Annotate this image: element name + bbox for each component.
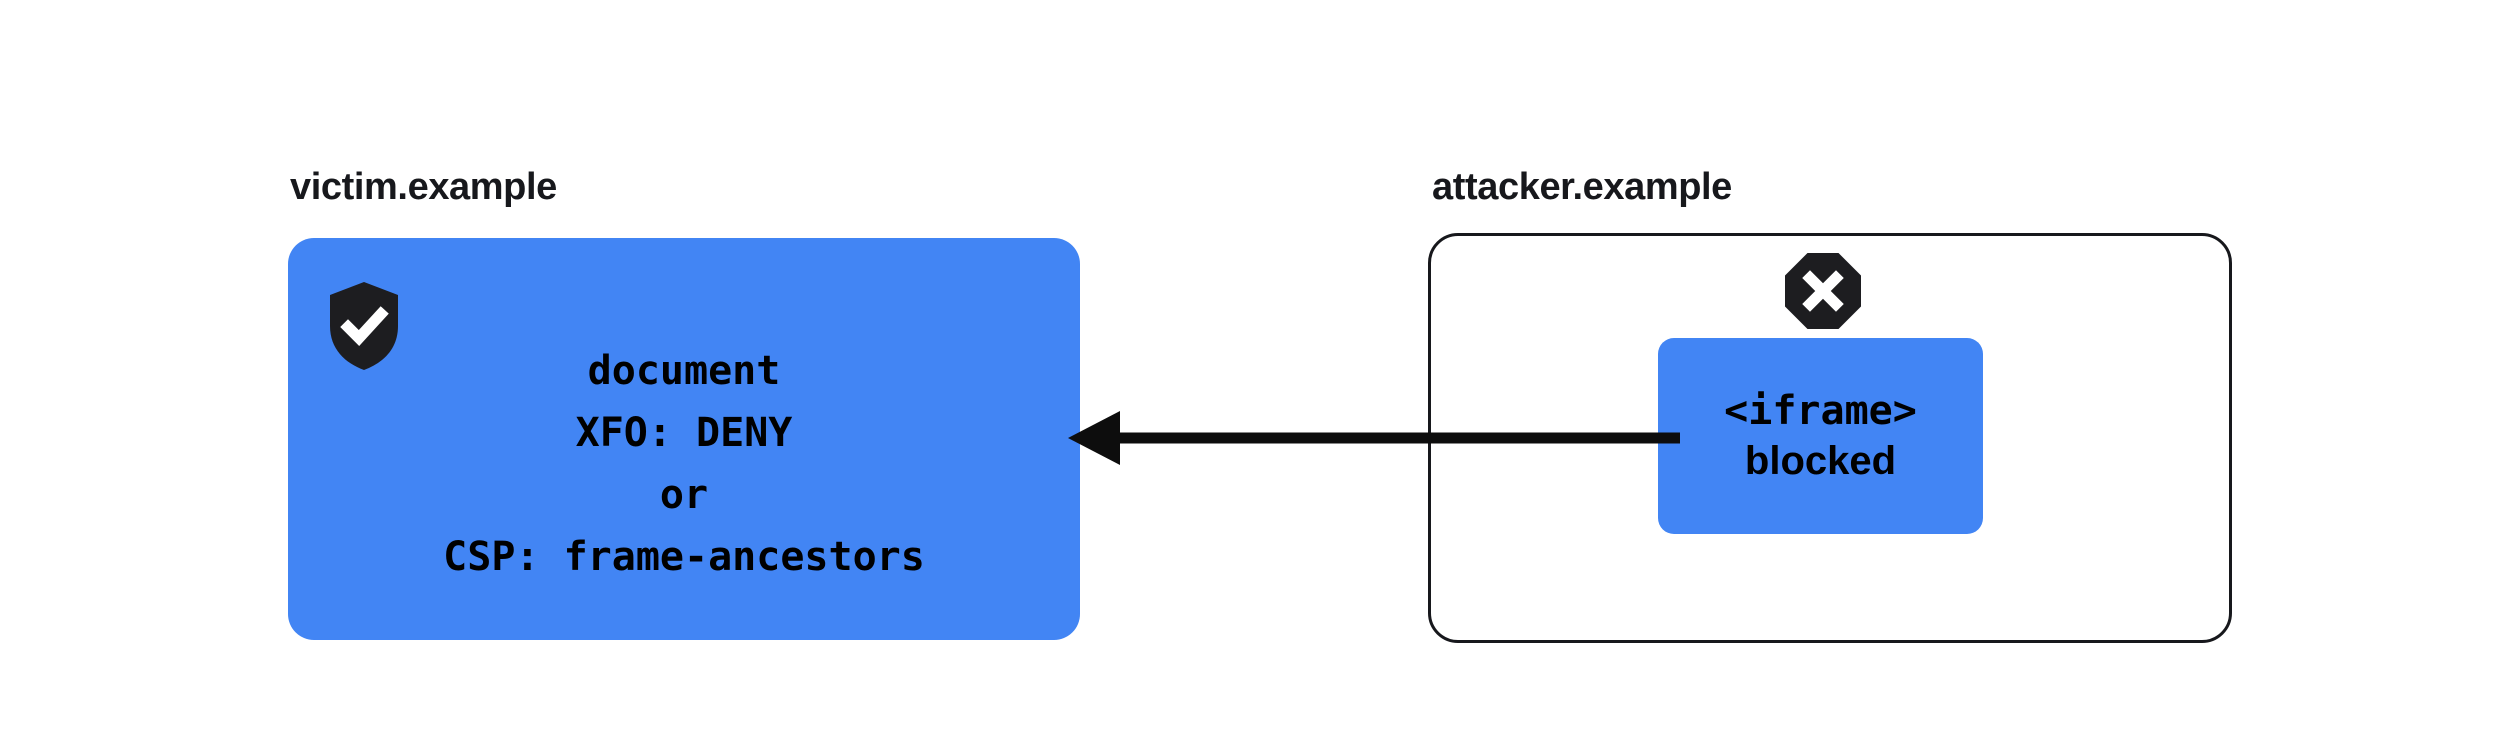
victim-policy-code: document XFO: DENY or CSP: frame-ancesto… — [288, 340, 1080, 588]
code-line-xfo: XFO: DENY — [575, 410, 793, 456]
iframe-tag-text: <iframe> — [1724, 388, 1917, 434]
blocked-iframe-box: <iframe> blocked — [1658, 338, 1983, 534]
iframe-status-text: blocked — [1744, 439, 1897, 483]
victim-document-box: document XFO: DENY or CSP: frame-ancesto… — [288, 238, 1080, 640]
shield-check-icon — [326, 280, 402, 372]
octagon-x-icon — [1784, 252, 1862, 330]
code-line-document: document — [587, 348, 781, 394]
code-line-csp: CSP: frame-ancestors — [443, 534, 925, 580]
blocked-frame-request-arrow — [1060, 400, 1680, 480]
code-line-or: or — [659, 472, 709, 518]
victim-origin-label: victim.example — [290, 166, 557, 208]
attacker-origin-label: attacker.example — [1432, 166, 1732, 208]
